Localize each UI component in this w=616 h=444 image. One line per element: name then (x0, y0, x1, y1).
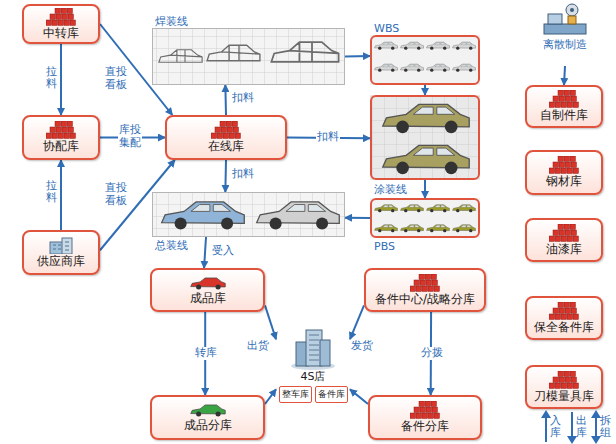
node-label: 保全备件库 (534, 320, 594, 334)
node-label: 离散制造 (543, 38, 587, 51)
node-label: 备件库 (318, 389, 345, 399)
line-label: PBS (374, 240, 395, 253)
4s-building-icon (290, 326, 336, 370)
brick-icon (549, 224, 579, 242)
edge-label: 扣料 (231, 92, 255, 105)
edge-label: 拉料 (45, 66, 58, 90)
flow-arrow (424, 180, 426, 198)
node-label: 中转库 (43, 26, 79, 40)
warehouse-box: 协配库 (22, 115, 100, 160)
car-icon (190, 275, 226, 291)
warehouse-box: 刀模量具库 (525, 365, 603, 409)
line-area: 总装线 (152, 192, 345, 237)
edge-label: 发货 (350, 340, 374, 353)
brick-icon (46, 121, 76, 139)
node-label: 整车库 (282, 389, 309, 399)
warehouse-box: 保全备件库 (525, 296, 603, 340)
dealer-group: 4S店整车库备件库 (276, 326, 350, 414)
flow-arrow (265, 389, 276, 404)
flow-arrow (224, 160, 227, 192)
edge-label: 转库 (194, 347, 218, 360)
flow-arrow (350, 389, 368, 404)
node-label: 在线库 (208, 139, 244, 153)
brick-icon (46, 8, 76, 26)
warehouse-box: 在线库 (165, 115, 287, 160)
flow-arrow (265, 305, 276, 339)
flow-arrow (345, 217, 370, 219)
edge-label: 库投集配 (118, 124, 142, 149)
edge-label: 拉料 (45, 180, 58, 204)
flow-arrow (60, 44, 62, 115)
brick-icon (410, 401, 440, 419)
flow-arrow (564, 66, 565, 85)
node-label: 刀模量具库 (534, 389, 594, 403)
line-area: 焊装线 (152, 28, 345, 85)
brick-icon (549, 371, 579, 389)
warehouse-box: 钢材库 (525, 150, 603, 195)
flow-arrow (224, 85, 227, 115)
car-icon (190, 402, 226, 418)
node-label: 成品分库 (184, 418, 232, 432)
sub-row: 整车库备件库 (279, 386, 348, 403)
edge-label: 直投看板 (104, 182, 128, 207)
edge-label: 分拨 (420, 347, 444, 360)
line-area: WBS (370, 35, 480, 85)
flow-arrow (100, 24, 172, 115)
warehouse-box: 备件中心/战略分库 (364, 268, 486, 312)
flow-arrow (345, 55, 370, 58)
edge-label: 扣料 (316, 131, 340, 144)
arrow-note: 入库 (549, 415, 562, 439)
arrow-note: 拆组 (599, 415, 612, 439)
flow-arrow (204, 237, 206, 268)
node-label: 4S店 (301, 370, 326, 383)
node-label: 自制件库 (540, 108, 588, 122)
warehouse-box: 成品库 (150, 268, 265, 312)
flow-arrow (424, 85, 426, 95)
warehouse-box: 供应商库 (22, 230, 100, 275)
warehouse-box: 备件分库 (368, 395, 482, 440)
node-label: 油漆库 (546, 242, 582, 256)
arrow-note: 出库 (575, 415, 588, 439)
node-label: 备件分库 (401, 419, 449, 433)
brick-icon (211, 121, 241, 139)
building-icon (46, 236, 76, 254)
node-label: 钢材库 (546, 174, 582, 188)
machine-icon (542, 2, 588, 38)
brick-icon (549, 156, 579, 174)
warehouse-box: 成品分库 (150, 395, 265, 440)
line-label: 焊装线 (155, 14, 188, 29)
edge-label: 直投看板 (104, 66, 128, 91)
node-label: 供应商库 (37, 254, 85, 268)
warehouse-box: 油漆库 (525, 218, 603, 262)
warehouse-box: 中转库 (22, 4, 100, 44)
edge-label: 扣料 (231, 168, 255, 181)
icon-node: 离散制造 (528, 2, 602, 66)
node-label: 协配库 (43, 139, 79, 153)
node-label: 成品库 (190, 291, 226, 305)
line-label: WBS (374, 22, 399, 35)
line-area: 涂装线 (370, 95, 480, 180)
flow-arrow (350, 305, 364, 339)
brick-icon (549, 90, 579, 108)
brick-icon (549, 302, 579, 320)
line-area: PBS (370, 198, 480, 238)
sub-store: 整车库 (279, 386, 312, 403)
flow-arrow (60, 160, 62, 230)
node-label: 备件中心/战略分库 (375, 292, 475, 306)
edge-label: 出货 (246, 340, 270, 353)
brick-icon (410, 274, 440, 292)
sub-store: 备件库 (315, 386, 348, 403)
warehouse-box: 自制件库 (525, 85, 603, 128)
line-label: 涂装线 (374, 182, 407, 197)
line-label: 总装线 (155, 238, 188, 253)
edge-label: 受入 (211, 245, 235, 258)
